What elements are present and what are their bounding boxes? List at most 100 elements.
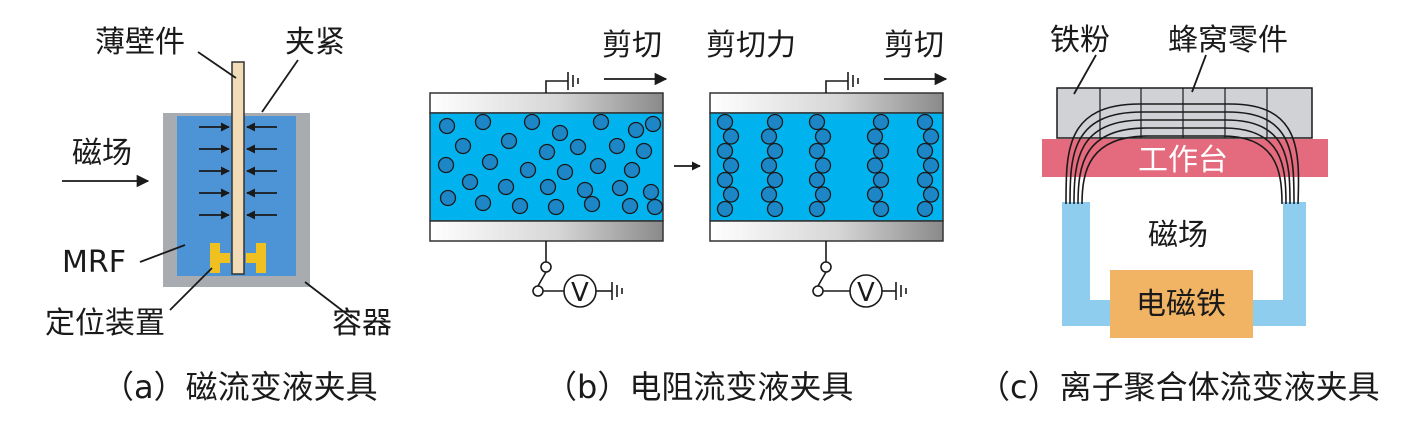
particle-chain xyxy=(872,171,890,189)
plate-bottom-right xyxy=(709,220,944,242)
particle-chain xyxy=(922,157,940,174)
particle xyxy=(551,124,569,142)
particle-chain xyxy=(872,142,890,160)
label-mrf: MRF xyxy=(62,245,126,280)
label-clamp: 夹紧 xyxy=(285,25,345,60)
particle-chain xyxy=(872,200,890,218)
plate-bottom-left xyxy=(429,220,664,242)
particle-chain xyxy=(916,200,934,218)
er-cell-right xyxy=(709,92,944,242)
particle-chain xyxy=(916,142,934,160)
er-cell-left xyxy=(429,92,664,242)
particle-chain xyxy=(814,128,832,145)
label-shear-force: 剪切力 xyxy=(706,28,796,63)
particle xyxy=(627,121,645,139)
label-thin-wall: 薄壁件 xyxy=(95,25,185,60)
particle xyxy=(547,198,565,216)
leader-honeycomb xyxy=(1191,54,1207,93)
panel-b: V V 剪切 剪切力 剪切 （b）电阻流变液夹具 xyxy=(429,28,948,406)
particle xyxy=(474,194,492,212)
label-field-a: 磁场 xyxy=(72,136,132,171)
circuit-right xyxy=(812,241,907,308)
particle xyxy=(583,195,601,213)
particle xyxy=(538,143,556,161)
clamp-arrows-right xyxy=(246,122,277,220)
particle-chain xyxy=(722,128,740,145)
particle-chain xyxy=(866,128,884,145)
plate-top-left xyxy=(429,92,664,114)
particle-chain xyxy=(922,186,940,203)
particle xyxy=(437,156,455,174)
circuit-left xyxy=(532,241,623,308)
leader-iron-powder xyxy=(1073,54,1097,95)
particle xyxy=(646,198,664,216)
particles-chained xyxy=(716,113,940,218)
label-field-c: 磁场 xyxy=(1148,218,1208,253)
particle xyxy=(642,183,660,201)
particle xyxy=(461,173,479,191)
particle xyxy=(519,161,537,179)
particle-chain xyxy=(716,200,734,218)
label-container: 容器 xyxy=(332,306,392,341)
particle xyxy=(454,137,472,155)
particle-chain xyxy=(760,128,778,145)
label-positioner: 定位装置 xyxy=(45,306,165,341)
panel-a: 薄壁件 夹紧 磁场 MRF 定位装置 容器 （a）磁流变液夹具 xyxy=(45,25,392,406)
particle-chain xyxy=(766,142,784,160)
label-worktable: 工作台 xyxy=(1138,143,1228,178)
panel-c: 铁粉 蜂窝零件 工作台 磁场 电磁铁 （c）离子聚合体流变液夹具 xyxy=(978,23,1380,406)
particle xyxy=(621,197,639,215)
particle-chain xyxy=(722,186,740,203)
field-lines xyxy=(1065,103,1300,205)
particle xyxy=(611,179,629,197)
particles-random xyxy=(437,113,664,216)
particle-chain xyxy=(866,157,884,174)
clamp-arrows-left xyxy=(199,122,230,220)
label-shear-right: 剪切 xyxy=(884,28,944,63)
particle-chain xyxy=(766,113,784,131)
particle-chain xyxy=(808,200,826,218)
particle xyxy=(497,178,515,196)
particle-chain xyxy=(872,113,890,131)
particle-chain xyxy=(866,186,884,203)
particle xyxy=(439,189,457,207)
particle-chain xyxy=(916,171,934,189)
particle-chain xyxy=(760,186,778,203)
particle-chain xyxy=(716,113,734,131)
particle-chain xyxy=(722,157,740,174)
particle xyxy=(608,137,626,155)
label-honeycomb: 蜂窝零件 xyxy=(1168,23,1288,58)
positioning-device xyxy=(210,243,266,273)
particle xyxy=(592,113,610,131)
particle-chain xyxy=(808,142,826,160)
voltmeter-right-label: V xyxy=(857,278,875,308)
particle xyxy=(523,113,541,131)
particle-chain xyxy=(766,171,784,189)
label-iron-powder: 铁粉 xyxy=(1050,23,1110,58)
particle xyxy=(556,163,574,181)
leader-clamp xyxy=(261,59,299,113)
electromagnet xyxy=(1110,270,1253,338)
particle xyxy=(539,178,557,196)
particle-chain xyxy=(814,157,832,174)
particle xyxy=(576,181,594,199)
particle xyxy=(438,117,456,135)
plate-top-right xyxy=(709,92,944,114)
leader-mrf xyxy=(139,244,186,263)
particle-chain xyxy=(814,186,832,203)
label-shear-left: 剪切 xyxy=(602,28,662,63)
leader-positioner xyxy=(169,267,213,311)
particle xyxy=(589,157,607,175)
particle-chain xyxy=(716,171,734,189)
particle xyxy=(635,142,653,160)
caption-c: （c）离子聚合体流变液夹具 xyxy=(978,368,1380,406)
particle xyxy=(623,161,641,179)
label-electromagnet: 电磁铁 xyxy=(1136,287,1226,322)
voltmeter-left-label: V xyxy=(571,278,589,308)
ground-top-left xyxy=(545,72,579,93)
caption-b: （b）电阻流变液夹具 xyxy=(545,368,853,406)
particle xyxy=(511,197,529,215)
thin-wall-workpiece xyxy=(231,61,245,275)
